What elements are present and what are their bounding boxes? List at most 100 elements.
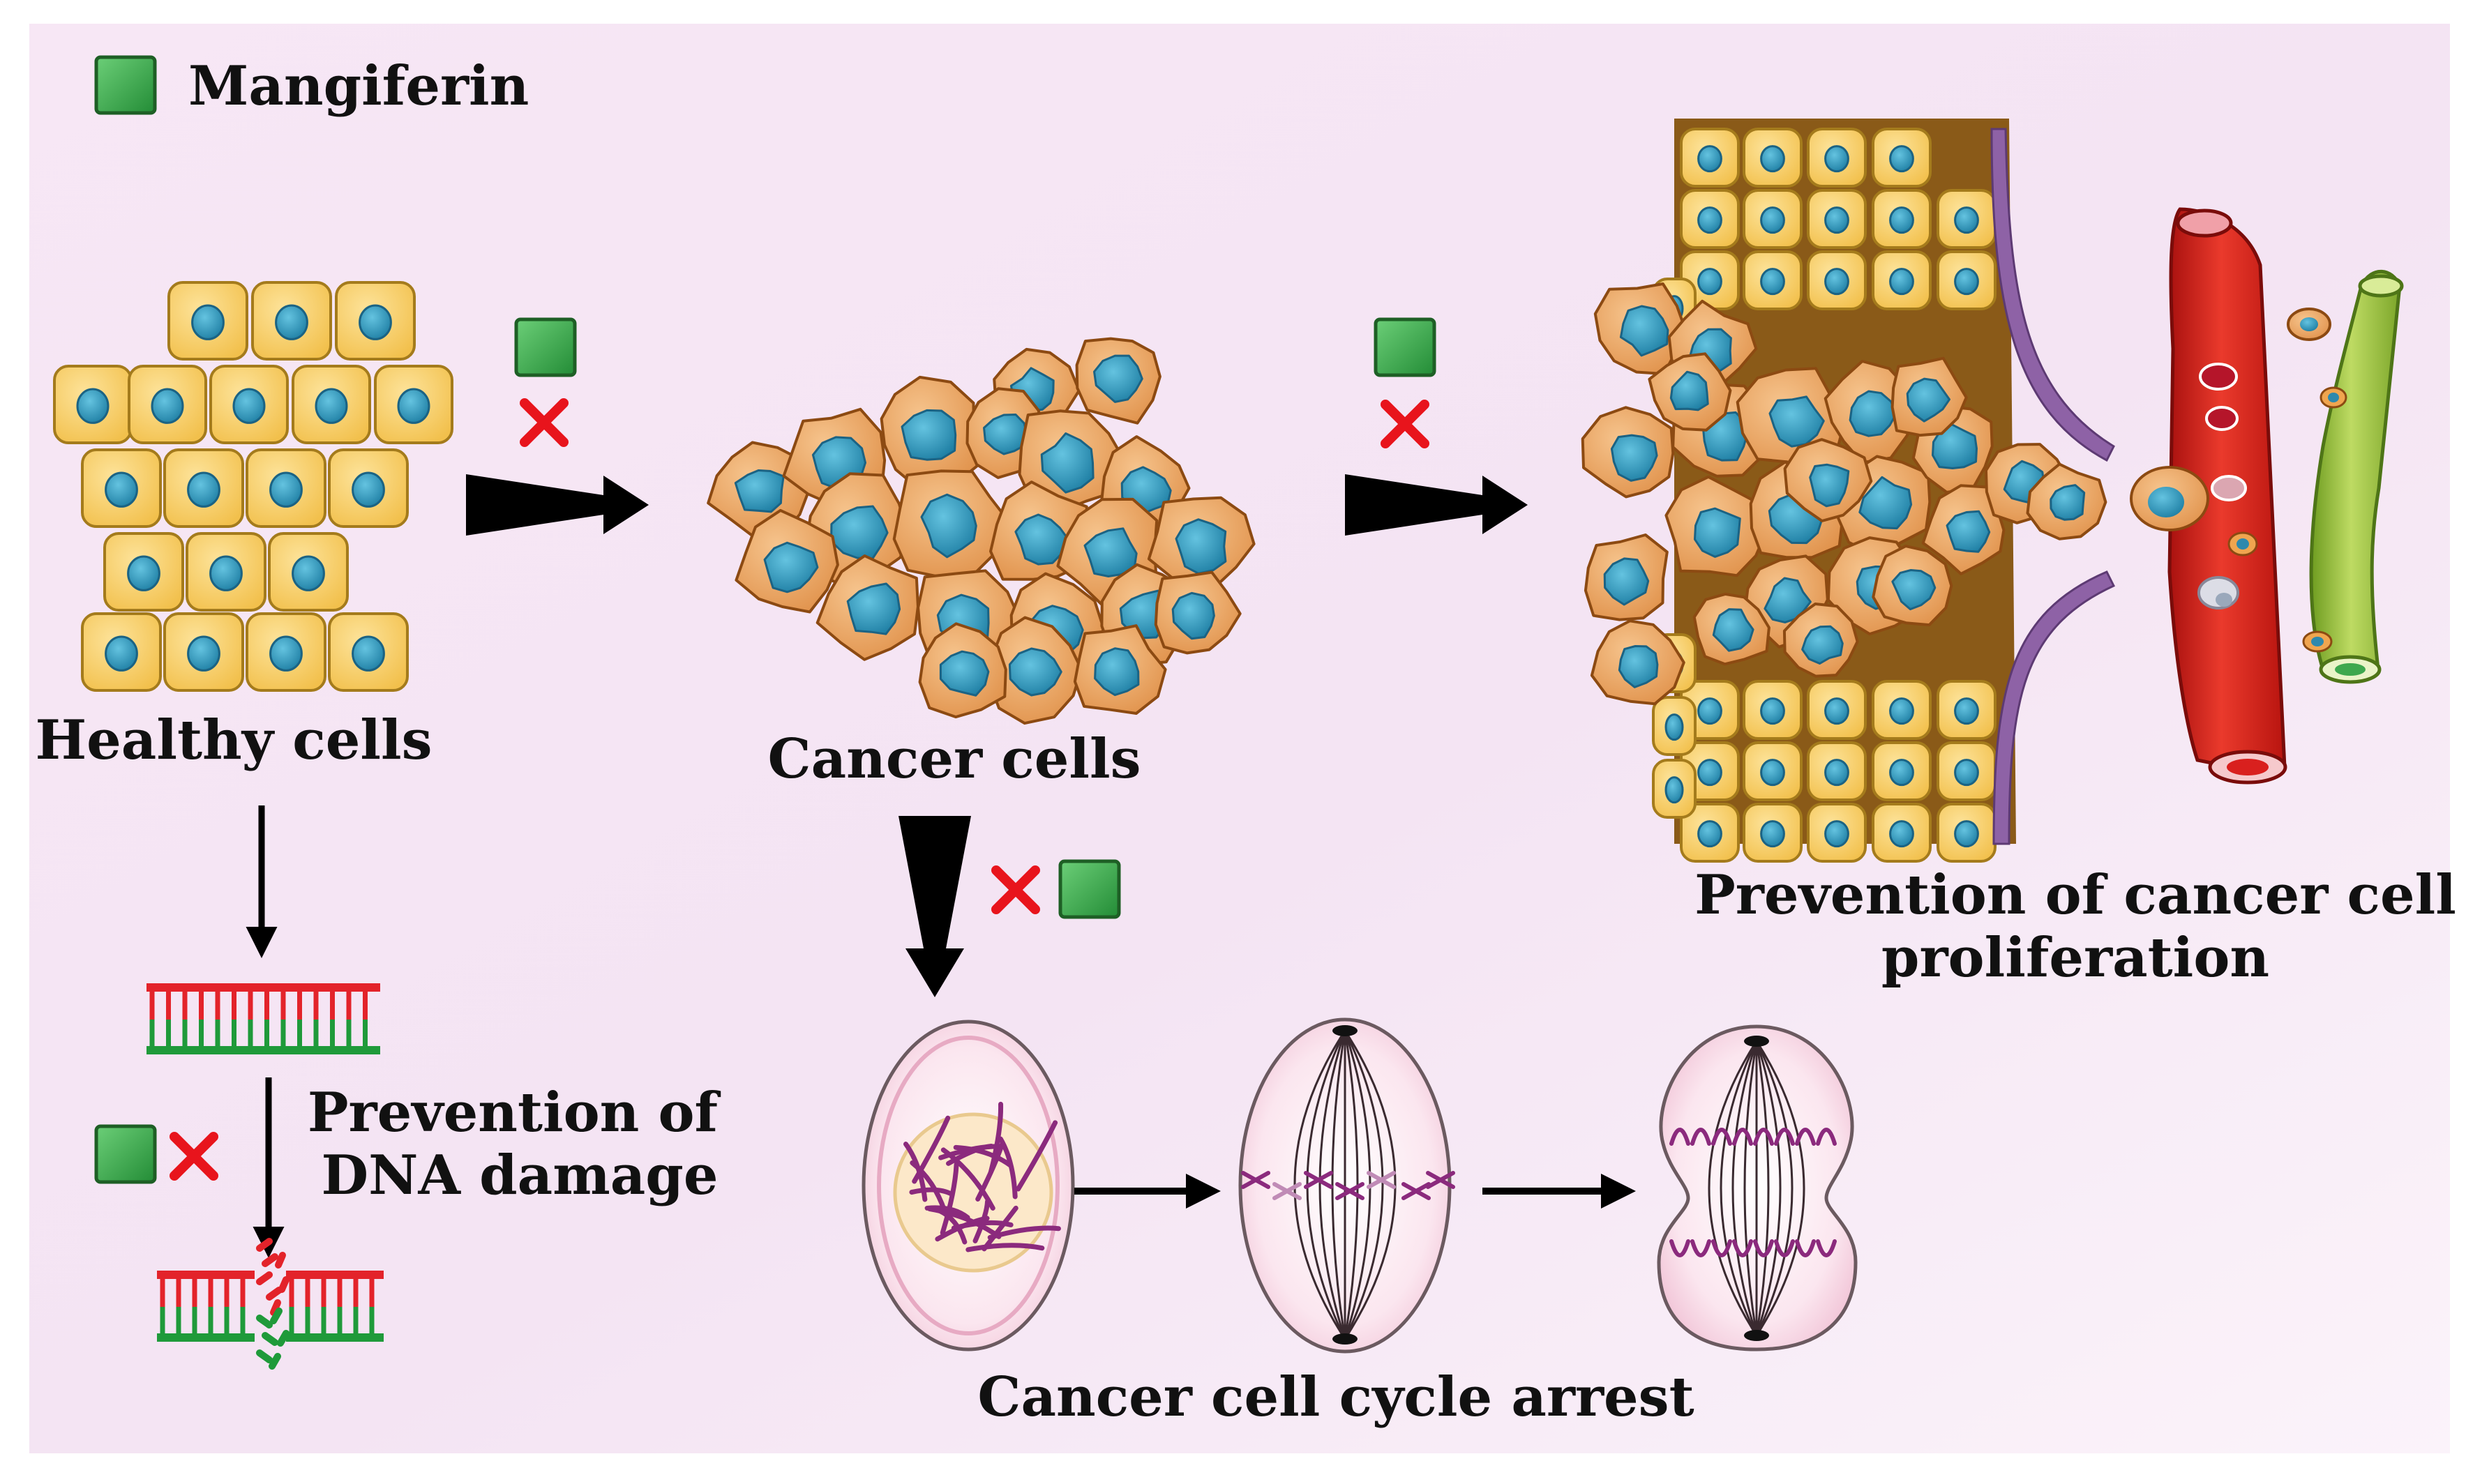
legend: Mangiferin — [94, 54, 529, 118]
healthy-cell — [1807, 250, 1867, 310]
healthy-cell — [1872, 250, 1932, 310]
damaged-dna-icon — [157, 1238, 384, 1370]
healthy-cells-label: Healthy cells — [35, 709, 432, 772]
healthy-cell — [1872, 803, 1932, 863]
healthy-cell — [246, 612, 326, 692]
cancer-cell — [1783, 438, 1873, 522]
healthy-cell — [103, 532, 184, 612]
healthy-cell — [1872, 741, 1932, 801]
dna-helix-icon — [146, 983, 380, 1054]
healthy-cell — [1743, 250, 1803, 310]
healthy-cell — [328, 448, 409, 528]
cancer-cell — [2026, 462, 2107, 540]
red-x-icon — [170, 1132, 218, 1181]
mangiferin-square-icon — [1374, 317, 1436, 377]
healthy-cell — [1937, 803, 1997, 863]
dna-label-line2: DNA damage — [322, 1144, 719, 1207]
lymph-vessel-icon — [2302, 269, 2404, 684]
mangiferin-square-icon — [1058, 859, 1121, 919]
cancer-cell — [1590, 619, 1685, 706]
cancer-cell — [1824, 360, 1916, 464]
cancer-cells-label: Cancer cells — [768, 727, 1141, 791]
healthy-cell — [1807, 803, 1867, 863]
cancer-cell — [1921, 484, 2006, 575]
cancer-cell — [1782, 603, 1859, 678]
healthy-cell — [81, 612, 162, 692]
invasion-tissue — [1581, 119, 2116, 863]
prophase-cell — [862, 1020, 1075, 1352]
healthy-cell — [292, 365, 371, 444]
wedge-arrow-icon — [1345, 474, 1528, 536]
cancer-cell — [1664, 475, 1768, 577]
cancer-cells-cluster — [707, 337, 1256, 725]
metaphase-cell — [1238, 1017, 1455, 1354]
healthy-cell — [167, 281, 248, 361]
cancer-cell — [1075, 337, 1161, 425]
mangiferin-square-icon — [514, 317, 577, 377]
healthy-cell — [1872, 189, 1932, 249]
cancer-cell — [735, 508, 839, 614]
mangiferin-square-icon — [94, 1124, 157, 1184]
proliferation-label-line1: Prevention of cancer cell — [1694, 863, 2456, 927]
red-x-icon — [991, 865, 1040, 914]
healthy-cell — [1680, 250, 1740, 310]
healthy-cell — [1807, 189, 1867, 249]
healthy-cell — [1937, 680, 1997, 740]
legend-label: Mangiferin — [188, 54, 529, 118]
healthy-cell — [1743, 741, 1803, 801]
cancer-cell — [918, 622, 1007, 719]
panel-background — [29, 24, 2450, 1453]
healthy-cell — [1807, 741, 1867, 801]
healthy-cell — [209, 365, 289, 444]
red-x-icon — [1381, 400, 1429, 448]
healthy-cell — [163, 448, 244, 528]
red-x-icon — [520, 398, 569, 447]
healthy-cell — [1807, 680, 1867, 740]
healthy-cell — [246, 448, 326, 528]
anaphase-cell — [1657, 1024, 1858, 1352]
dividing-cell-icon — [862, 1017, 1858, 1354]
healthy-cell — [1743, 128, 1803, 188]
healthy-cell — [268, 532, 349, 612]
healthy-cell — [1652, 696, 1697, 756]
healthy-cell — [1680, 803, 1740, 863]
healthy-cell — [1937, 189, 1997, 249]
healthy-cell — [163, 612, 244, 692]
healthy-cell — [1872, 128, 1932, 188]
healthy-cell — [328, 612, 409, 692]
healthy-cell — [374, 365, 453, 444]
healthy-cell — [1652, 759, 1697, 819]
cancer-cell — [892, 469, 1012, 579]
cancer-cell — [1018, 409, 1126, 513]
healthy-cell — [1680, 189, 1740, 249]
healthy-cell — [128, 365, 207, 444]
cancer-cell — [1890, 356, 1968, 437]
healthy-cell — [1680, 128, 1740, 188]
wedge-arrow-icon — [899, 816, 971, 997]
cycle-arrest-label: Cancer cell cycle arrest — [977, 1365, 1694, 1429]
cancer-cell — [1692, 592, 1770, 666]
healthy-cell — [1872, 680, 1932, 740]
mangiferin-square-icon — [94, 55, 157, 115]
healthy-cell — [53, 365, 133, 444]
cancer-cell — [1593, 282, 1686, 376]
blood-vessel-icon — [2167, 207, 2287, 785]
healthy-cell — [335, 281, 416, 361]
inhibition-marker-3 — [991, 859, 1121, 919]
escaping-cancer-cells — [2130, 308, 2331, 531]
healthy-cell — [251, 281, 332, 361]
healthy-cell — [1743, 189, 1803, 249]
cancer-cell — [1581, 406, 1675, 499]
wedge-arrow-icon — [466, 474, 649, 536]
cancer-cell — [1147, 496, 1256, 593]
inhibition-marker-4 — [94, 1124, 218, 1184]
healthy-cell — [1743, 680, 1803, 740]
healthy-cell — [1937, 741, 1997, 801]
cancer-cell — [1584, 533, 1669, 621]
inhibition-marker-1 — [514, 317, 577, 447]
healthy-cells-cluster — [53, 281, 453, 692]
cancer-cell — [1154, 570, 1242, 655]
healthy-cell — [1807, 128, 1867, 188]
cancer-cell — [1648, 352, 1732, 432]
